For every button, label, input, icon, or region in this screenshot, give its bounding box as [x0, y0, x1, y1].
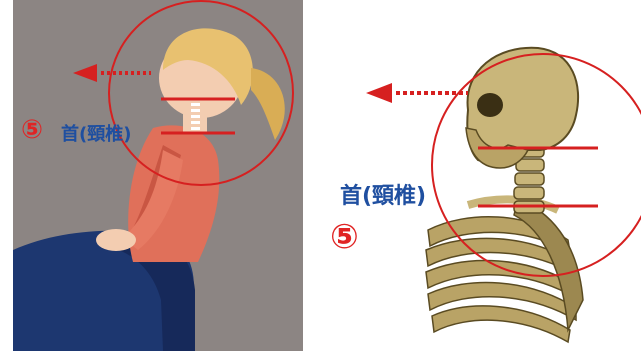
step-number: ⑤	[330, 220, 359, 254]
child-figure-panel: ⑤ 首(頸椎)	[13, 0, 303, 351]
neck-label: 首(頸椎)	[61, 120, 131, 146]
ponytail	[251, 68, 285, 140]
skeleton-panel: 首(頸椎) ⑤	[318, 0, 641, 351]
step-number: ⑤	[21, 117, 43, 143]
neck-label: 首(頸椎)	[340, 178, 426, 210]
skeleton-illustration	[318, 0, 641, 351]
hand	[96, 229, 136, 251]
eye-socket	[477, 93, 503, 117]
child-figure-illustration	[13, 0, 303, 351]
